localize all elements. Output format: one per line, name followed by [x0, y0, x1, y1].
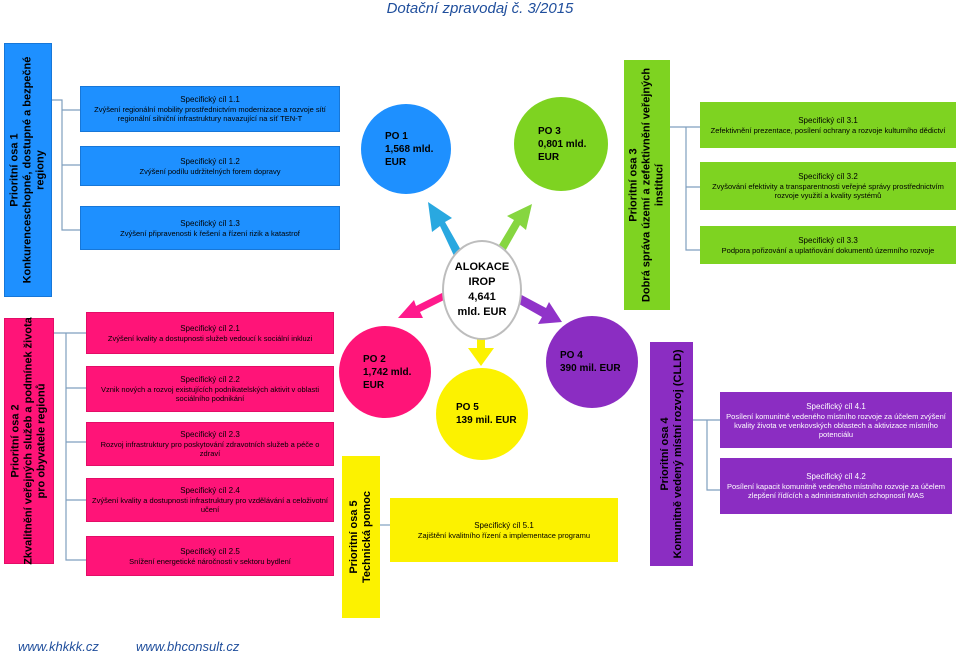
footer-link-2[interactable]: www.bhconsult.cz — [136, 639, 240, 654]
footer-link-1[interactable]: www.khkkk.cz — [18, 639, 99, 654]
po3-circle: PO 3 0,801 mld. EUR — [514, 97, 608, 191]
axis-2-name: Prioritní osa 2 — [9, 404, 22, 478]
priority-axis-1: Prioritní osa 1 Konkurenceschopné, dostu… — [4, 43, 52, 297]
goal-2-4: Specifický cíl 2.4 Zvýšení kvality a dos… — [86, 478, 334, 522]
axis-1-desc: Konkurenceschopné, dostupné a bezpečné — [21, 56, 34, 284]
priority-axis-2: Prioritní osa 2 Zkvalitnění veřejných sl… — [4, 317, 54, 565]
priority-axis-3: Prioritní osa 3 Dobrá správa území a zef… — [624, 60, 670, 310]
axis-3-desc2: institucí — [653, 163, 666, 207]
arrow-po2 — [398, 292, 448, 318]
arrow-po4 — [512, 292, 562, 324]
page-header: Dotační zpravodaj č. 3/2015 — [386, 0, 574, 17]
goal-2-3: Specifický cíl 2.3 Rozvoj infrastruktury… — [86, 422, 334, 466]
po4-circle: PO 4 390 mil. EUR — [546, 316, 638, 408]
axis-2-desc2: pro obyvatele regionů — [35, 383, 48, 499]
axis-1-name: Prioritní osa 1 — [8, 133, 21, 207]
arrow-po5 — [468, 330, 494, 366]
axis-3-desc: Dobrá správa území a zefektivnění veřejn… — [640, 67, 653, 303]
goal-1-3: Specifický cíl 1.3 Zvýšení připravenosti… — [80, 206, 340, 250]
goal-4-2: Specifický cíl 4.2 Posílení kapacit komu… — [720, 458, 952, 514]
goal-3-1: Specifický cíl 3.1 Zefektivnění prezenta… — [700, 102, 956, 148]
axis-2-desc: Zkvalitnění veřejných služeb a podmínek … — [22, 317, 35, 565]
po5-circle: PO 5 139 mil. EUR — [436, 368, 528, 460]
goal-4-1: Specifický cíl 4.1 Posílení komunitně ve… — [720, 392, 952, 448]
goal-2-2: Specifický cíl 2.2 Vznik nových a rozvoj… — [86, 366, 334, 412]
goal-2-1: Specifický cíl 2.1 Zvýšení kvality a dos… — [86, 312, 334, 354]
axis-3-name: Prioritní osa 3 — [627, 148, 640, 222]
goal-1-1: Specifický cíl 1.1 Zvýšení regionální mo… — [80, 86, 340, 132]
axis-4-name: Prioritní osa 4 — [658, 417, 671, 491]
goal-2-5: Specifický cíl 2.5 Snížení energetické n… — [86, 536, 334, 576]
priority-axis-5: Prioritní osa 5 Technická pomoc — [342, 456, 380, 618]
axis-1-desc2: regiony — [34, 150, 47, 190]
po1-circle: PO 1 1,568 mld. EUR — [361, 104, 451, 194]
axis-5-desc: Technická pomoc — [361, 490, 373, 584]
arrow-po1 — [428, 202, 462, 258]
goal-5-1: Specifický cíl 5.1 Zajištění kvalitního … — [390, 498, 618, 562]
arrow-po3 — [496, 204, 532, 255]
goal-3-3: Specifický cíl 3.3 Podpora pořizování a … — [700, 226, 956, 264]
priority-axis-4: Prioritní osa 4 Komunitně vedený místní … — [650, 342, 693, 566]
po2-circle: PO 2 1,742 mld. EUR — [339, 326, 431, 418]
axis-4-desc: Komunitně vedený místní rozvoj (CLLD) — [671, 349, 684, 559]
goal-1-2: Specifický cíl 1.2 Zvýšení podílu udržit… — [80, 146, 340, 186]
allocation-center: ALOKACE IROP 4,641 mld. EUR — [442, 240, 522, 340]
goal-3-2: Specifický cíl 3.2 Zvyšování efektivity … — [700, 162, 956, 210]
axis-5-name: Prioritní osa 5 — [348, 500, 360, 574]
